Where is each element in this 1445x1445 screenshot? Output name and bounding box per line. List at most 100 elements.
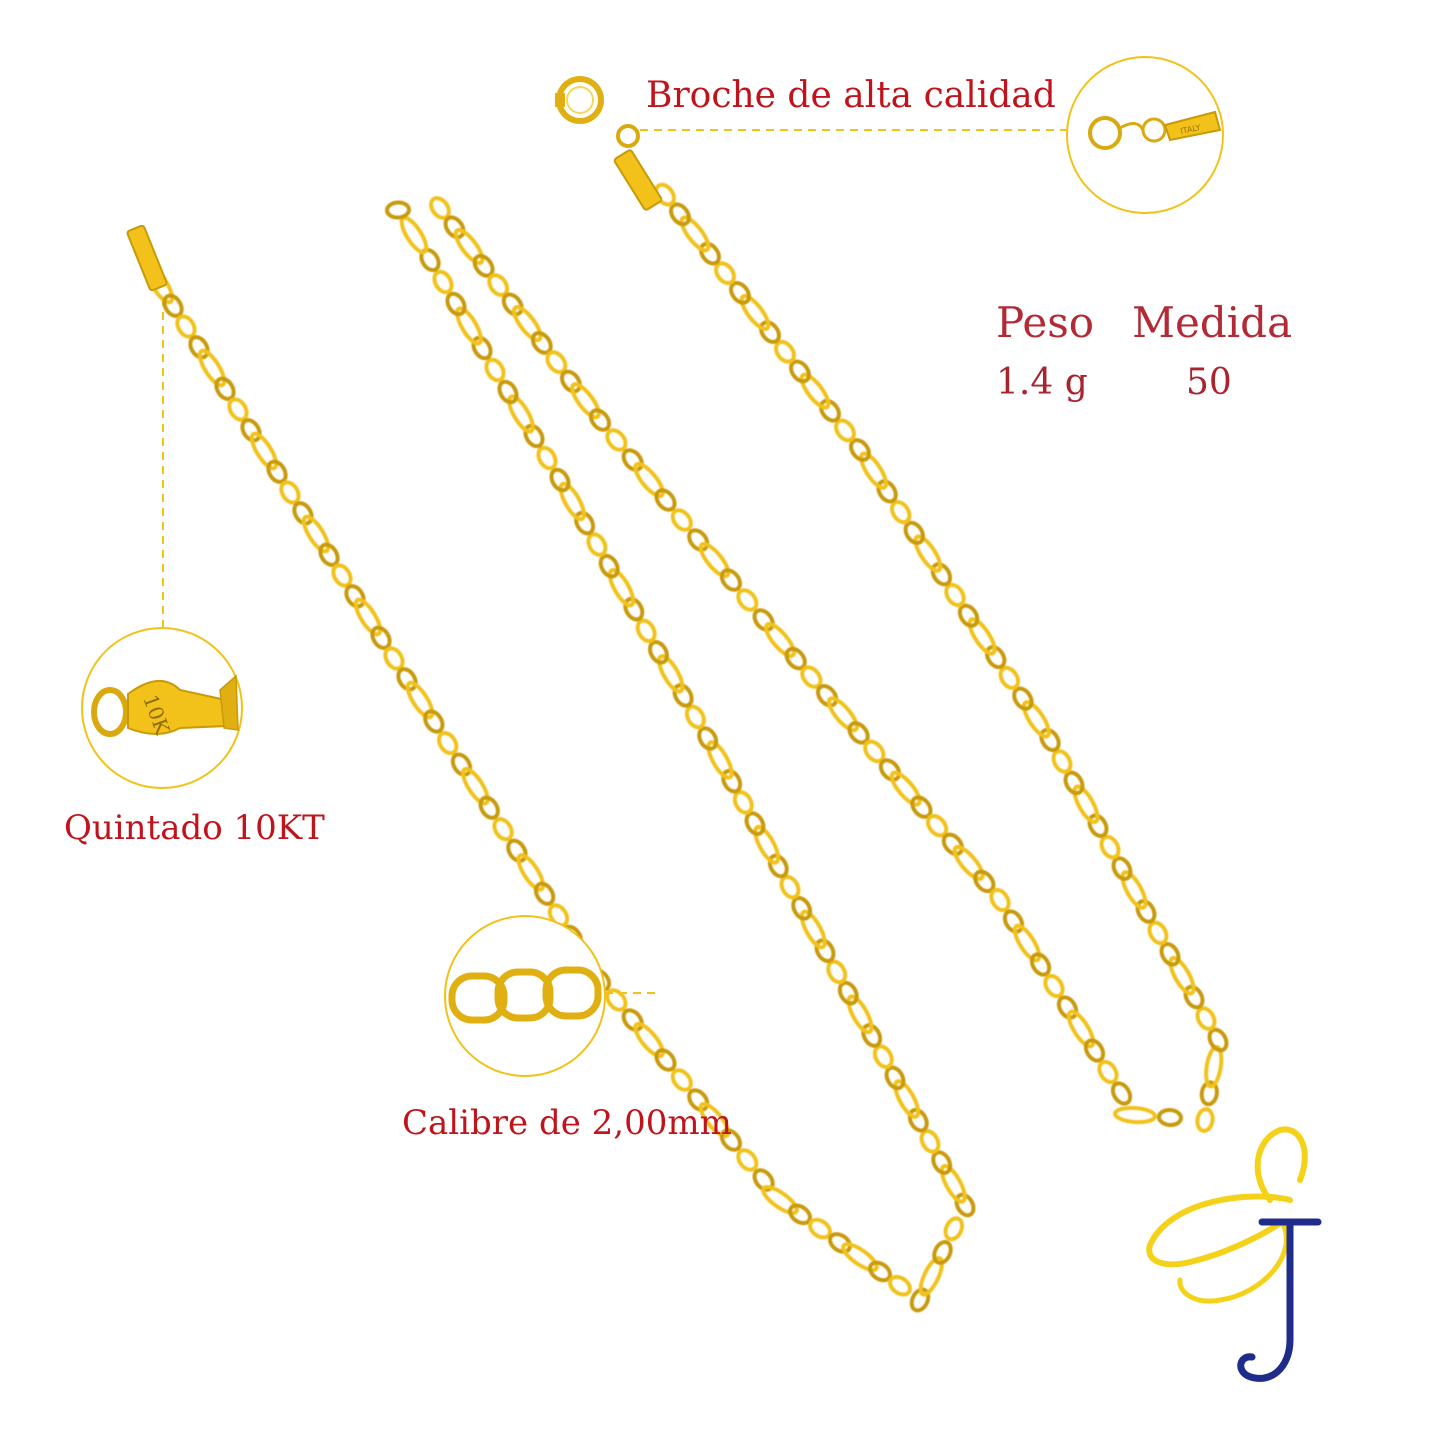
chain-link	[1135, 899, 1157, 924]
chain-link	[188, 335, 210, 360]
stamp-detail-inset: 10K	[81, 627, 243, 789]
chain-link	[461, 766, 490, 806]
chain-link	[1083, 1038, 1106, 1063]
chain-link	[545, 350, 568, 375]
chain-link	[399, 215, 429, 255]
chain-link	[721, 768, 743, 794]
callout-lines	[162, 129, 1070, 994]
inset-tag-engraving: ITALY	[1180, 123, 1202, 136]
chain-link	[939, 1163, 967, 1204]
chain-link	[423, 709, 445, 734]
chain-link	[846, 994, 874, 1035]
chain-link	[919, 1129, 941, 1154]
chain-link	[791, 896, 813, 921]
chain-link	[292, 501, 314, 526]
chain-link	[530, 331, 553, 355]
chain-link	[523, 423, 545, 449]
chain-link	[648, 640, 669, 665]
chain-link	[586, 532, 608, 557]
chain-link	[1002, 909, 1025, 934]
gauge-detail-inset	[444, 915, 606, 1077]
chain-link	[736, 1148, 759, 1172]
chain-link	[318, 542, 340, 567]
chain-link	[588, 408, 612, 432]
chain-link	[484, 357, 506, 383]
chain-link	[623, 596, 645, 622]
chain-link	[633, 1021, 665, 1059]
chain-link	[549, 467, 571, 493]
chain-link	[344, 584, 366, 609]
chain-link	[819, 398, 841, 423]
chain-link	[214, 376, 236, 401]
chain-link	[1043, 973, 1065, 999]
chain-link	[800, 665, 823, 689]
chain-link	[1029, 952, 1052, 977]
chain-link	[437, 730, 459, 756]
chain-link	[859, 451, 889, 490]
chain-link	[878, 758, 902, 782]
chain-link	[1111, 856, 1133, 881]
chain-link	[837, 980, 859, 1006]
chain-link	[779, 874, 801, 900]
chain-link	[998, 665, 1020, 690]
weight-header: Peso	[996, 298, 1095, 347]
chain-link	[967, 617, 997, 656]
chain-link	[918, 1255, 944, 1297]
chain-link	[533, 881, 556, 906]
chain-link	[863, 739, 886, 764]
chain-link	[621, 448, 644, 472]
chain-link	[301, 514, 331, 554]
chain-link	[736, 588, 759, 612]
chain-link	[989, 887, 1011, 913]
chain-link	[175, 314, 197, 339]
chain-link	[849, 438, 871, 462]
chain-link	[1021, 700, 1051, 739]
chain-link	[1087, 813, 1109, 838]
chain-link	[719, 568, 742, 592]
chain-link	[1051, 749, 1073, 774]
clasp-detail-inset: ITALY	[1066, 56, 1224, 214]
chain-link	[826, 959, 848, 985]
chain-link	[952, 844, 985, 881]
chain-link	[497, 379, 519, 405]
chain-link	[492, 817, 514, 842]
weight-value: 1.4 g	[996, 362, 1088, 403]
chain-link	[1207, 1027, 1229, 1053]
chain-link	[799, 372, 831, 410]
chain-link	[654, 488, 677, 512]
chain-link	[1183, 984, 1205, 1010]
chain-link	[884, 1065, 906, 1091]
chain-link	[1120, 870, 1148, 910]
chain-link	[162, 293, 184, 318]
chain-link	[471, 335, 493, 361]
chain-link	[687, 1088, 710, 1112]
chain-link	[985, 645, 1007, 670]
chain-link	[826, 696, 859, 733]
chain-link	[197, 348, 227, 388]
chain-link	[472, 253, 495, 278]
chain-link	[1168, 955, 1196, 996]
chain-link	[516, 853, 546, 892]
jewelry-brand-logo-icon	[1146, 1126, 1322, 1382]
chain-link	[943, 1216, 965, 1242]
chain-link	[670, 1068, 693, 1092]
chain-link	[370, 625, 392, 650]
chain-link	[1199, 1080, 1219, 1107]
chain-link	[453, 227, 485, 266]
chain-link	[944, 582, 966, 608]
chain-link	[1012, 686, 1034, 711]
chain-link	[1110, 1081, 1133, 1106]
chain-link	[1097, 1059, 1119, 1085]
spring-ring-clasp	[555, 76, 663, 211]
chain-link	[957, 603, 980, 628]
chain-link	[706, 740, 734, 780]
chain-link	[698, 541, 731, 579]
chain-link	[487, 273, 510, 297]
chain-link	[1157, 1107, 1183, 1128]
chain-link	[501, 292, 524, 317]
chain-link	[888, 1274, 912, 1297]
chain-link	[868, 1260, 892, 1283]
chain-link	[729, 281, 751, 305]
chain-link	[954, 1192, 976, 1218]
